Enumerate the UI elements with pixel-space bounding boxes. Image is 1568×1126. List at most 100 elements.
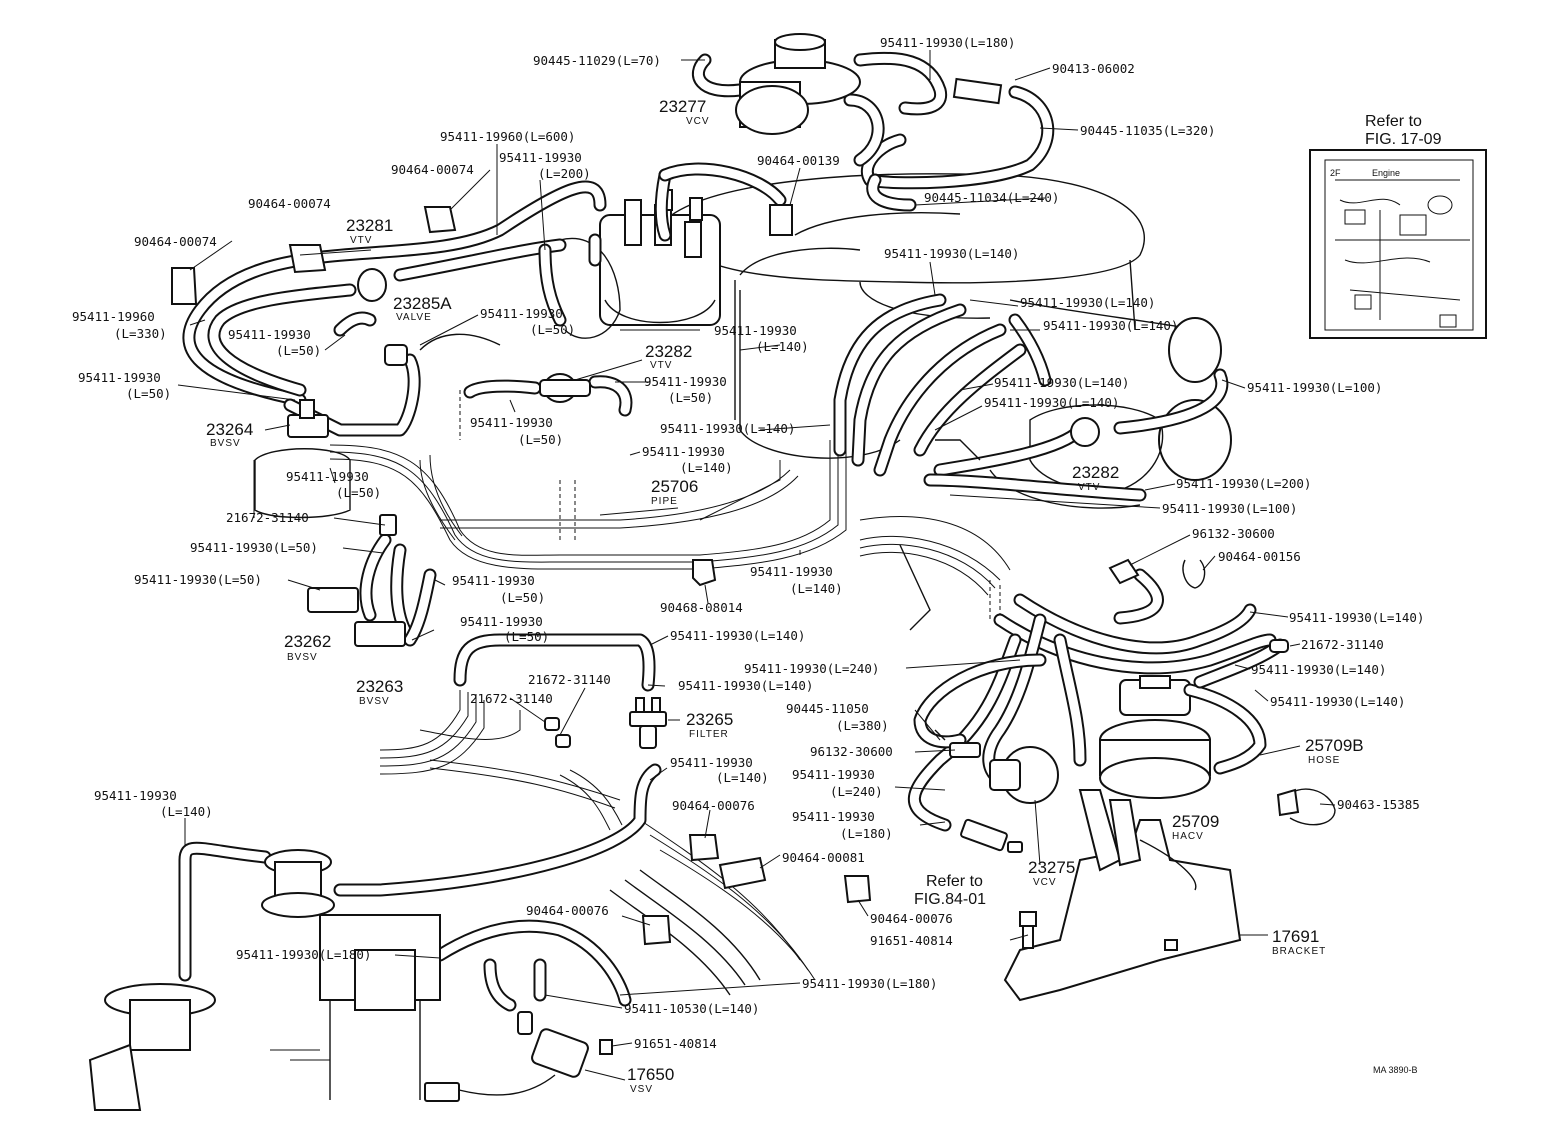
- refer-note-2-line1: Refer to: [926, 873, 983, 890]
- callout-c05: 95411-19960(L=600): [440, 129, 575, 144]
- callout-c54: 95411-19930(L=140): [670, 628, 805, 643]
- callout-c49: 95411-19930: [750, 564, 833, 579]
- component-k04-number: 23282: [645, 342, 692, 361]
- callout-c35: 95411-19930(L=140): [660, 421, 795, 436]
- clips: [171, 206, 1336, 946]
- callout-labels: 90445-11029(L=70) 95411-19930(L=180) 904…: [72, 35, 1424, 1051]
- component-k02-number: 23281: [346, 216, 393, 235]
- callout-c45: 90464-00156: [1218, 549, 1301, 564]
- callout-c47: 95411-19930: [452, 573, 535, 588]
- callout-c03: 90413-06002: [1052, 61, 1135, 76]
- component-k05-number: 23264: [206, 420, 253, 439]
- bvsv-23262-23263: [307, 514, 437, 647]
- callout-c10: 90445-11034(L=240): [924, 190, 1059, 205]
- inset-figure: [1309, 149, 1487, 339]
- refer-note-2-line2: FIG.84-01: [914, 891, 986, 908]
- vtv-23282-middle: [463, 373, 633, 417]
- refer-note-1-line2: FIG. 17-09: [1365, 131, 1442, 148]
- component-k13-name: VCV: [1033, 877, 1057, 888]
- component-k03-name: VALVE: [396, 312, 432, 323]
- callout-c26: 95411-19930: [644, 374, 727, 389]
- callout-c31: 95411-19930: [470, 415, 553, 430]
- callout-c09: 90464-00139: [757, 153, 840, 168]
- callout-c32: (L=50): [518, 432, 563, 447]
- component-k09-number: 23263: [356, 677, 403, 696]
- callout-c17: (L=50): [276, 343, 321, 358]
- component-k12-name: HACV: [1172, 831, 1204, 842]
- component-k05-name: BVSV: [210, 438, 241, 449]
- vsv-17650-body: [424, 1011, 613, 1102]
- callout-c68: 95411-19930: [792, 767, 875, 782]
- egr-valve: [88, 849, 441, 1111]
- component-k09-name: BVSV: [359, 696, 390, 707]
- component-k01-name: VCV: [686, 116, 710, 127]
- callout-c63: 90445-11050: [786, 701, 869, 716]
- component-k11-number: 25709B: [1305, 736, 1364, 755]
- callout-c79: 95411-19930(L=180): [236, 947, 371, 962]
- component-k07-number: 23282: [1072, 463, 1119, 482]
- top-hose-group: [654, 33, 1055, 242]
- component-k15-name: VSV: [630, 1084, 653, 1095]
- callout-c43: 95411-19930(L=50): [190, 540, 318, 555]
- callout-c73: (L=140): [160, 804, 213, 819]
- carb-right-hoses: [833, 293, 1229, 502]
- component-k14-name: BRACKET: [1272, 946, 1326, 957]
- inset-engine-word: Engine: [1372, 168, 1400, 178]
- callout-c52: 95411-19930: [460, 614, 543, 629]
- filter-23265: [629, 697, 667, 749]
- callout-c23: 95411-19930(L=140): [1043, 318, 1178, 333]
- callout-c70: 95411-19930: [792, 809, 875, 824]
- callout-c61: 95411-19930(L=140): [1251, 662, 1386, 677]
- callout-c16: 95411-19930: [228, 327, 311, 342]
- callout-c62: 95411-19930(L=140): [1270, 694, 1405, 709]
- callout-c29: 95411-19930(L=100): [1247, 380, 1382, 395]
- callout-c78: 90464-00076: [870, 911, 953, 926]
- callout-c66: 95411-19930: [670, 755, 753, 770]
- callout-c33: 95411-19930: [286, 469, 369, 484]
- pipe-bundle: [329, 390, 1011, 631]
- callout-c13: 95411-19930(L=140): [884, 246, 1019, 261]
- component-k04-name: VTV: [650, 360, 672, 371]
- callout-c42: 95411-19930(L=100): [1162, 501, 1297, 516]
- callout-c77: 90464-00076: [526, 903, 609, 918]
- callout-c80: 91651-40814: [870, 933, 953, 948]
- component-k03-number: 23285A: [393, 294, 452, 313]
- callout-c37: (L=140): [680, 460, 733, 475]
- callout-c08: 90464-00074: [391, 162, 474, 177]
- callout-c55: 21672-31140: [528, 672, 611, 687]
- callout-c07: (L=200): [538, 166, 591, 181]
- callout-c18: 95411-19930: [78, 370, 161, 385]
- callout-c56: 95411-19930(L=140): [678, 678, 813, 693]
- callout-c50: (L=140): [790, 581, 843, 596]
- callout-c60: 21672-31140: [470, 691, 553, 706]
- refer-notes: Refer to FIG. 17-09 Refer to FIG.84-01: [914, 113, 1442, 908]
- callout-c12: 90464-00074: [134, 234, 217, 249]
- lower-left-pipes: [270, 633, 816, 1061]
- clip-90468: [692, 559, 717, 587]
- component-k07-name: VTV: [1078, 482, 1100, 493]
- callout-c82: 95411-10530(L=140): [624, 1001, 759, 1016]
- component-k14-number: 17691: [1272, 927, 1319, 946]
- bracket-17691-body: [1003, 789, 1242, 1002]
- component-k10-name: FILTER: [689, 729, 729, 740]
- component-k01-number: 23277: [659, 97, 706, 116]
- callout-c48: (L=50): [500, 590, 545, 605]
- callout-c59: 21672-31140: [1301, 637, 1384, 652]
- callout-c81: 95411-19930(L=180): [802, 976, 937, 991]
- air-cleaner: [659, 173, 1145, 420]
- bvsv-23264-body: [254, 399, 351, 519]
- vcv-23275-body: [934, 729, 1059, 804]
- callout-c58: 95411-19930(L=140): [1289, 610, 1424, 625]
- callout-c57: 95411-19930(L=240): [744, 661, 879, 676]
- callout-c69: (L=240): [830, 784, 883, 799]
- callout-c25: (L=50): [530, 322, 575, 337]
- callout-c74: 90464-00076: [672, 798, 755, 813]
- component-labels: 23277 VCV 23281 VTV 23285A VALVE 23282 V…: [206, 97, 1364, 1095]
- sensor-fig84: [960, 818, 1023, 853]
- callout-c04: 90445-11035(L=320): [1080, 123, 1215, 138]
- vcv-23277-body: [735, 33, 861, 135]
- component-k11-name: HOSE: [1308, 755, 1340, 766]
- callout-c24: 95411-19930: [480, 306, 563, 321]
